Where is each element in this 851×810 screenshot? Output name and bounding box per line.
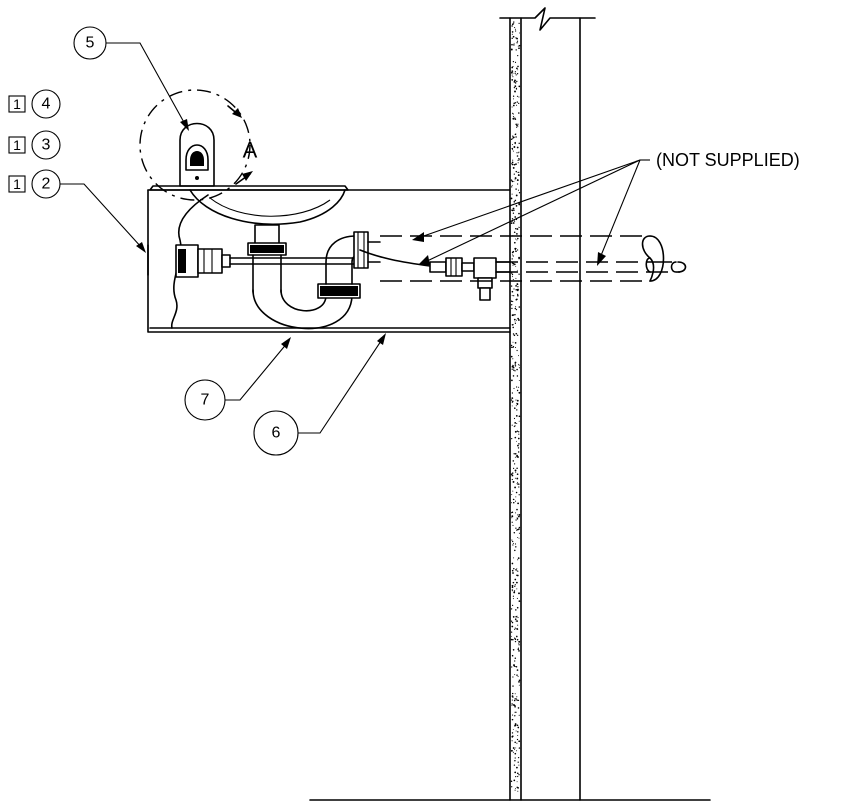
not-supplied-callout: (NOT SUPPLIED) bbox=[412, 150, 800, 266]
callout-7-number: 7 bbox=[201, 392, 210, 409]
bubbler-head bbox=[179, 122, 215, 187]
callout-4-flag: 1 bbox=[13, 96, 21, 112]
wall-section bbox=[309, 7, 711, 801]
callout-3-number: 3 bbox=[42, 137, 51, 154]
callout-5-number: 5 bbox=[86, 35, 95, 52]
callout-4-number: 4 bbox=[42, 96, 51, 113]
callout-2-number: 2 bbox=[42, 176, 51, 193]
not-supplied-label: (NOT SUPPLIED) bbox=[656, 150, 800, 170]
callout-4: 1 4 bbox=[8, 89, 61, 119]
wall-stipple bbox=[510, 21, 521, 792]
callout-3-flag: 1 bbox=[13, 137, 21, 153]
detail-a-label: A bbox=[243, 138, 258, 163]
p-trap-assembly bbox=[247, 224, 381, 330]
callout-6: 6 bbox=[253, 333, 386, 456]
callout-2-flag: 1 bbox=[13, 176, 21, 192]
callout-5: 5 bbox=[73, 26, 189, 131]
callout-6-number: 6 bbox=[272, 425, 281, 442]
callout-2: 1 2 bbox=[8, 169, 146, 253]
inlet-valve-assembly bbox=[147, 244, 356, 278]
callout-7: 7 bbox=[184, 337, 291, 421]
callout-3: 1 3 bbox=[8, 130, 61, 160]
detail-a-marker: A bbox=[139, 89, 258, 201]
